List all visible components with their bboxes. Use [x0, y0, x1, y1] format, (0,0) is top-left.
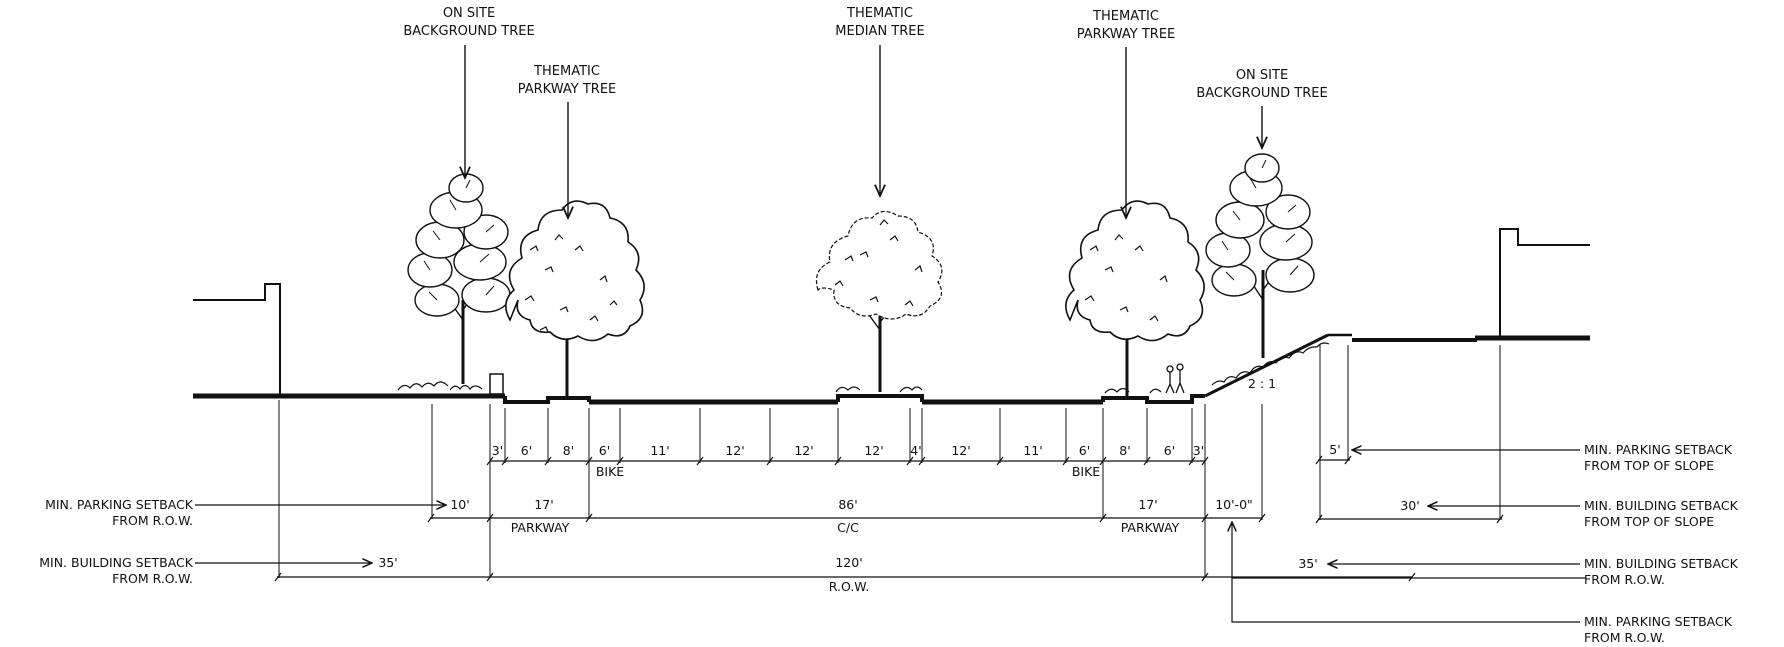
tree-label-4: THEMATIC PARKWAY TREE [1077, 9, 1176, 218]
lane-dimension-label: 12' [864, 443, 883, 458]
left-parkway-step [503, 396, 591, 404]
lane-dimension-label: 11' [650, 443, 669, 458]
right-parkway-step [1101, 394, 1205, 404]
slope-vegetation [1211, 342, 1330, 386]
trees [407, 153, 1315, 396]
tree-label-3-line2: MEDIAN TREE [835, 24, 924, 39]
lane-dimension-label: 6' [599, 443, 610, 458]
right-of-way-label: R.O.W. [829, 579, 869, 594]
right-callout-2-line1: MIN. BUILDING SETBACK [1584, 498, 1739, 513]
right-callouts: MIN. PARKING SETBACK FROM TOP OF SLOPE M… [1584, 442, 1739, 645]
tree-label-1: ON SITE BACKGROUND TREE [403, 6, 535, 178]
right-callout-1-line2: FROM TOP OF SLOPE [1584, 458, 1714, 473]
right-shrubs [1104, 387, 1162, 394]
lane-dimension-label: 6' [1079, 443, 1090, 458]
pedestrian-icon [1165, 363, 1185, 394]
right-parking-step [1352, 338, 1477, 342]
tree-label-1-line2: BACKGROUND TREE [403, 24, 534, 39]
lane-labels: 3' 6' 8' 6' 11' 12' 12' 12' 4' 12' 11' 6' 8' 6' 3' [492, 443, 1204, 458]
bike-label-left: BIKE [596, 464, 624, 479]
left-curb [489, 373, 504, 395]
lane-dimension-label: 3' [1193, 443, 1204, 458]
slope-ratio-label: 2 : 1 [1248, 376, 1276, 391]
slope-line [1204, 333, 1329, 398]
tree-label-1-line1: ON SITE [443, 6, 495, 21]
right-callout-1-line1: MIN. PARKING SETBACK [1584, 442, 1733, 457]
bike-label-right: BIKE [1072, 464, 1100, 479]
tree-label-2-line1: THEMATIC [533, 64, 600, 79]
lane-dimension-label: 12' [725, 443, 744, 458]
parkway-left-value: 17' [534, 497, 553, 512]
lane-dimension-label: 6' [1164, 443, 1175, 458]
left-callout-1-line1: MIN. PARKING SETBACK [45, 497, 194, 512]
left-callouts: MIN. PARKING SETBACK FROM R.O.W. MIN. BU… [39, 497, 194, 586]
left-callout-2-line2: FROM R.O.W. [112, 571, 193, 586]
parking-setback-left-value: 10' [450, 497, 469, 512]
building-setback-left-value: 35' [378, 555, 397, 570]
right-callout-2-line2: FROM TOP OF SLOPE [1584, 514, 1714, 529]
tree-thematic-median [815, 210, 943, 392]
right-callout-3-line1: MIN. BUILDING SETBACK [1584, 556, 1739, 571]
right-callout-3-line2: FROM R.O.W. [1584, 572, 1665, 587]
slope-width-value: 10'-0" [1215, 497, 1253, 512]
tree-thematic-parkway-left [505, 200, 645, 396]
lane-dimension-label: 4' [910, 443, 921, 458]
tree-label-5-line1: ON SITE [1236, 68, 1288, 83]
building-setback-top-slope-value: 30' [1400, 498, 1419, 513]
lane-dimension-label: 12' [794, 443, 813, 458]
lane-dimension-row: 3' 6' 8' 6' 11' 12' 12' 12' 4' 12' 11' 6' 8' 6' 3' BIK… [486, 408, 1209, 479]
right-of-way-value: 120' [835, 555, 862, 570]
tree-label-3: THEMATIC MEDIAN TREE [835, 6, 925, 196]
lane-dimension-label: 8' [563, 443, 574, 458]
curb-to-curb-value: 86' [838, 497, 857, 512]
tree-label-4-line1: THEMATIC [1092, 9, 1159, 24]
tree-label-2: THEMATIC PARKWAY TREE [518, 64, 617, 218]
tree-label-3-line1: THEMATIC [846, 6, 913, 21]
lane-dimension-label: 11' [1023, 443, 1042, 458]
left-building-outline [193, 283, 281, 394]
lane-dimension-label: 3' [492, 443, 503, 458]
building-setback-right-value: 35' [1298, 556, 1317, 571]
parkway-left-label: PARKWAY [511, 520, 570, 535]
lane-dimension-label: 6' [521, 443, 532, 458]
tree-onsite-background-left [407, 173, 511, 384]
left-callout-2-line1: MIN. BUILDING SETBACK [39, 555, 194, 570]
right-callout-4-line1: MIN. PARKING SETBACK [1584, 614, 1733, 629]
right-side-dimensions [1232, 455, 1586, 579]
median-outline [836, 394, 924, 402]
lane-dimension-label: 12' [951, 443, 970, 458]
curb-to-curb-label: C/C [837, 520, 859, 535]
left-callout-1-line2: FROM R.O.W. [112, 513, 193, 528]
ground-profile [193, 228, 1590, 405]
section-dimension-row [427, 513, 1266, 523]
right-callout-4-line2: FROM R.O.W. [1584, 630, 1665, 645]
tree-callouts: ON SITE BACKGROUND TREE THEMATIC PARKWAY… [403, 6, 1328, 218]
row-dimension-row [274, 572, 1416, 582]
tree-onsite-background-right [1205, 153, 1315, 358]
tree-label-5: ON SITE BACKGROUND TREE [1196, 68, 1328, 148]
lane-ticks [486, 408, 1209, 466]
parking-setback-top-slope-value: 5' [1329, 442, 1340, 457]
median-shrubs [835, 386, 923, 393]
parkway-right-value: 17' [1138, 497, 1157, 512]
tree-label-2-line2: PARKWAY TREE [518, 82, 617, 97]
parking-setback-row-right-arrow [1232, 522, 1580, 623]
tree-label-5-line2: BACKGROUND TREE [1196, 86, 1327, 101]
tree-label-4-line2: PARKWAY TREE [1077, 27, 1176, 42]
tree-thematic-parkway-right [1065, 200, 1205, 396]
parkway-right-label: PARKWAY [1121, 520, 1180, 535]
right-building-outline [1499, 228, 1590, 336]
left-shrubs [397, 381, 483, 391]
lane-dimension-label: 8' [1119, 443, 1130, 458]
